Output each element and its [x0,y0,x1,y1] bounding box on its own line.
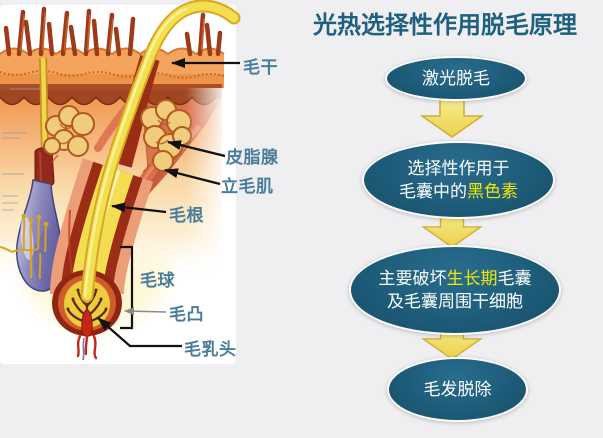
label-arrector-pili: 立毛肌 [221,177,274,196]
annotation-lines [97,58,240,348]
highlighted-text: 生长期 [446,269,498,288]
label-hair-bulge: 毛凸 [169,305,204,324]
sebaceous-gland-left [43,105,95,157]
label-sebaceous-gland: 皮脂腺 [226,148,279,167]
step-text: 及毛囊周围干细胞 [387,292,523,311]
flow-step-line: 及毛囊周围干细胞 [379,290,532,313]
step-text: 毛囊 [497,269,532,288]
nerve-fibers [0,217,47,280]
step-text: 激光脱毛 [422,69,490,88]
flow-step-line: 毛囊中的黑色素 [399,180,518,203]
step-text: 毛发脱除 [423,380,492,399]
flow-step-line: 选择性作用于 [399,157,518,180]
blood-vessels [76,333,98,360]
label-hair-shaft: 毛干 [243,58,278,77]
flow-step-destroy: 主要破坏生长期毛囊及毛囊周围干细胞 [349,245,561,335]
flow-step-line: 主要破坏生长期毛囊 [379,267,532,290]
flow-step-removed: 毛发脱除 [387,357,528,422]
micro-labels [2,88,40,211]
hair-anatomy-illustration [0,0,241,364]
anatomy-panel: 毛干 皮脂腺 立毛肌 毛根 毛球 毛凸 毛乳头 [0,0,300,438]
highlighted-text: 黑色素 [467,182,518,201]
flow-step-line: 毛发脱除 [424,378,492,401]
step-text: 选择性作用于 [407,159,510,178]
label-hair-root: 毛根 [169,206,204,225]
stubble-hairs [3,6,223,57]
step-text: 毛囊中的 [399,182,467,201]
flow-step-laser: 激光脱毛 [385,56,527,101]
step-text: 主要破坏 [378,269,447,288]
flow-step-line: 激光脱毛 [422,67,490,90]
flow-step-selective: 选择性作用于毛囊中的黑色素 [362,141,555,219]
page-title: 光热选择性作用脱毛原理 [313,12,577,39]
label-hair-bulb: 毛球 [140,271,175,290]
label-hair-papilla: 毛乳头 [184,340,237,359]
